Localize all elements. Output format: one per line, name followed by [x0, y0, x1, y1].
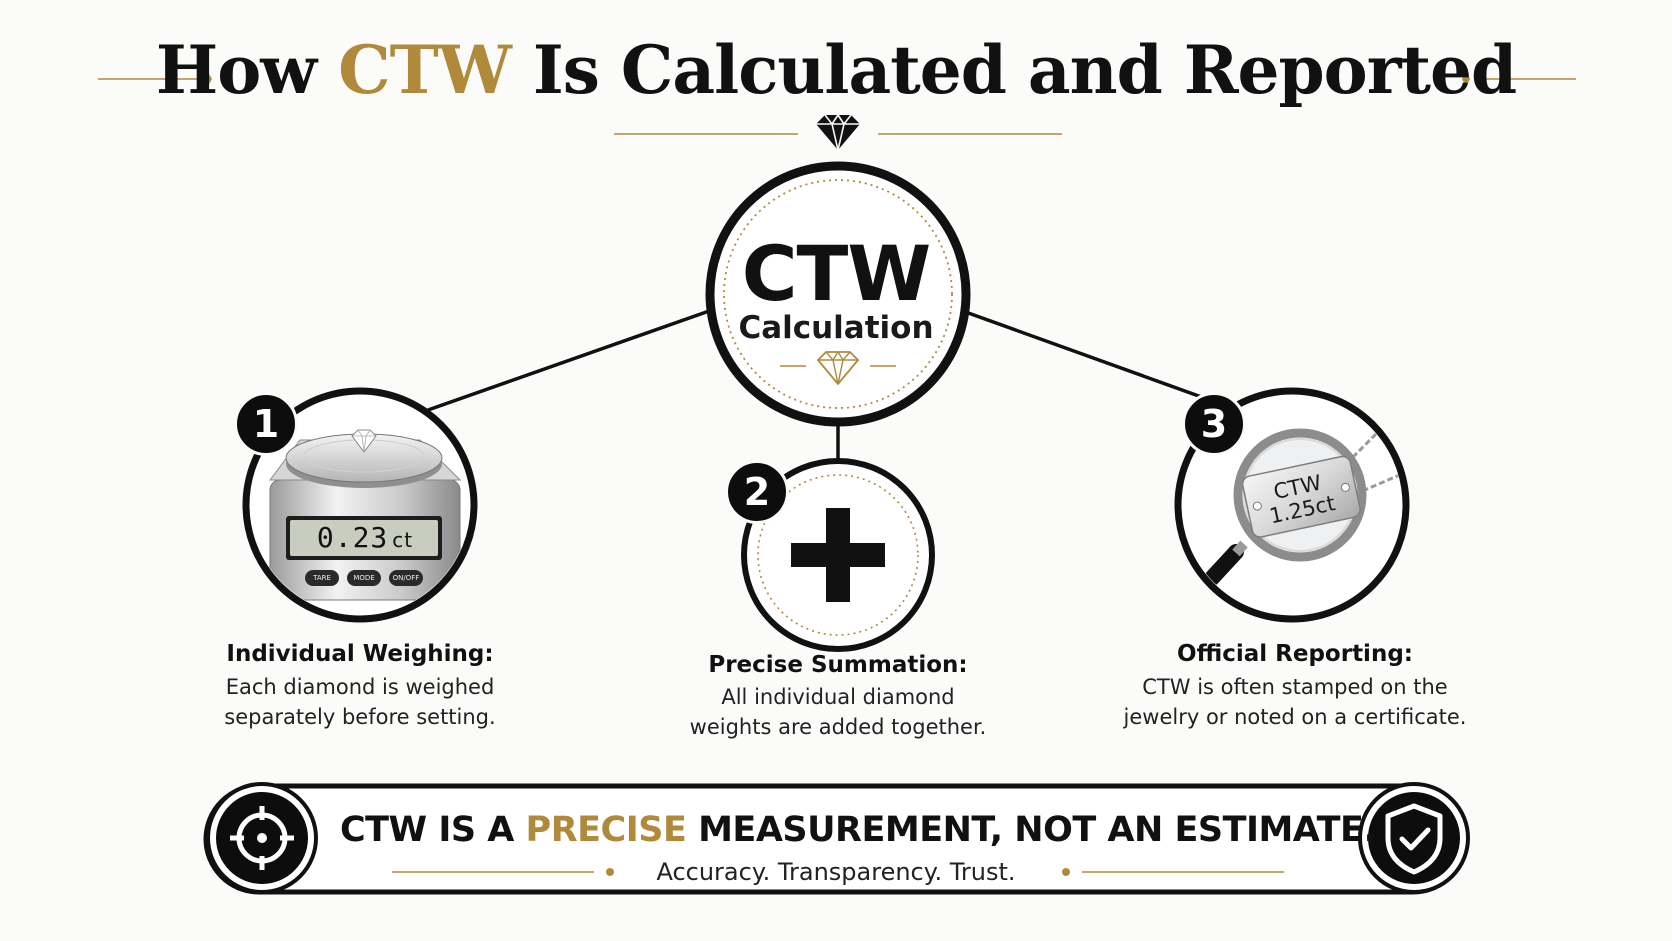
shield-check-icon: [1358, 782, 1470, 894]
step-1-title: Individual Weighing:: [226, 641, 494, 667]
center-circle: [705, 161, 971, 427]
banner-tagline: Accuracy. Transparency. Trust.: [656, 858, 1016, 886]
title-suffix: Is Calculated and Reported: [532, 31, 1517, 109]
scale-tare-button: TARE: [305, 570, 339, 586]
step-2-title: Precise Summation:: [708, 652, 968, 678]
scale-onoff-button: ON/OFF: [389, 570, 423, 586]
plus-icon: [791, 508, 885, 602]
banner-part-1: CTW IS A: [340, 810, 514, 850]
step-3-title: Official Reporting:: [1177, 641, 1413, 667]
scale-unit: ct: [392, 528, 414, 552]
connector-lines: [427, 308, 1233, 462]
diamond-scale-icon: [269, 429, 462, 601]
center-sublabel: Calculation: [738, 310, 934, 346]
page-title: How CTW Is Calculated and Reported: [0, 30, 1672, 110]
magnifier-tag-icon: [1204, 418, 1402, 586]
step-2-desc-line-2: weights are added together.: [689, 715, 987, 739]
step-2-desc-line-1: All individual diamond: [721, 685, 955, 709]
scale-mode-button: MODE: [347, 570, 381, 586]
banner-headline: CTW IS A PRECISE MEASUREMENT, NOT AN EST…: [340, 806, 1377, 854]
target-icon: [206, 782, 318, 894]
step-3-desc-line-2: jewelry or noted on a certificate.: [1123, 705, 1467, 729]
scale-value: 0.23: [316, 521, 389, 554]
title-highlight: CTW: [338, 31, 512, 109]
title-ornament-right: [1462, 72, 1576, 86]
title-prefix: How: [155, 31, 317, 109]
title-ornament-left: [98, 72, 212, 86]
banner-highlight: PRECISE: [525, 810, 687, 850]
step-1-desc-line-1: Each diamond is weighed: [225, 675, 495, 699]
step-2-number: 2: [725, 460, 789, 524]
step-1-desc-line-2: separately before setting.: [224, 705, 496, 729]
step-3-number: 3: [1182, 392, 1246, 456]
banner-part-2: MEASUREMENT, NOT AN ESTIMATE.: [698, 810, 1377, 850]
center-diamond-icon: [816, 350, 860, 386]
step-3-desc-line-1: CTW is often stamped on the: [1142, 675, 1448, 699]
diamond-icon: [816, 113, 860, 151]
center-label: CTW: [741, 229, 931, 318]
step-1-number: 1: [234, 392, 298, 456]
